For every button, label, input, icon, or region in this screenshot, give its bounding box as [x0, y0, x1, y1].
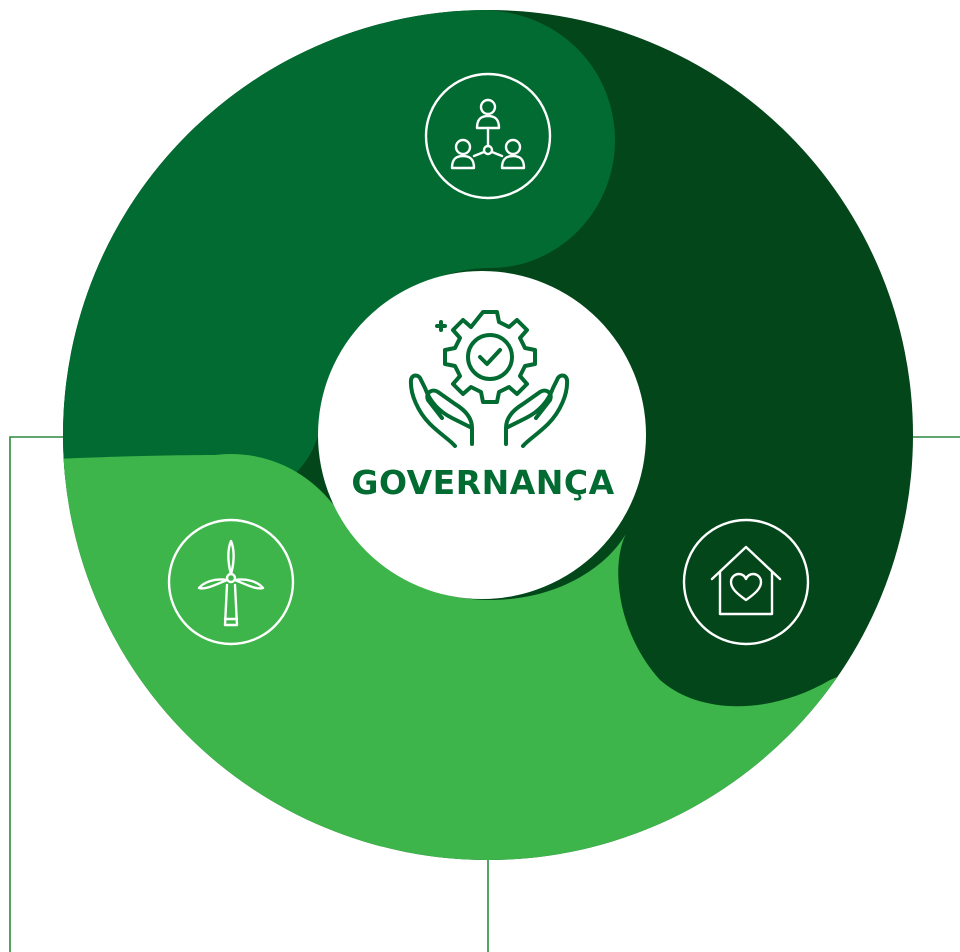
gear-hands-icon — [408, 310, 570, 448]
people-network-icon — [424, 72, 552, 200]
wind-turbine-icon — [167, 518, 295, 646]
house-heart-icon — [682, 518, 810, 646]
center-circle — [318, 271, 646, 599]
center-label: GOVERNANÇA — [351, 463, 614, 502]
connector-lines — [9, 436, 960, 952]
left-connector-line — [9, 436, 66, 952]
